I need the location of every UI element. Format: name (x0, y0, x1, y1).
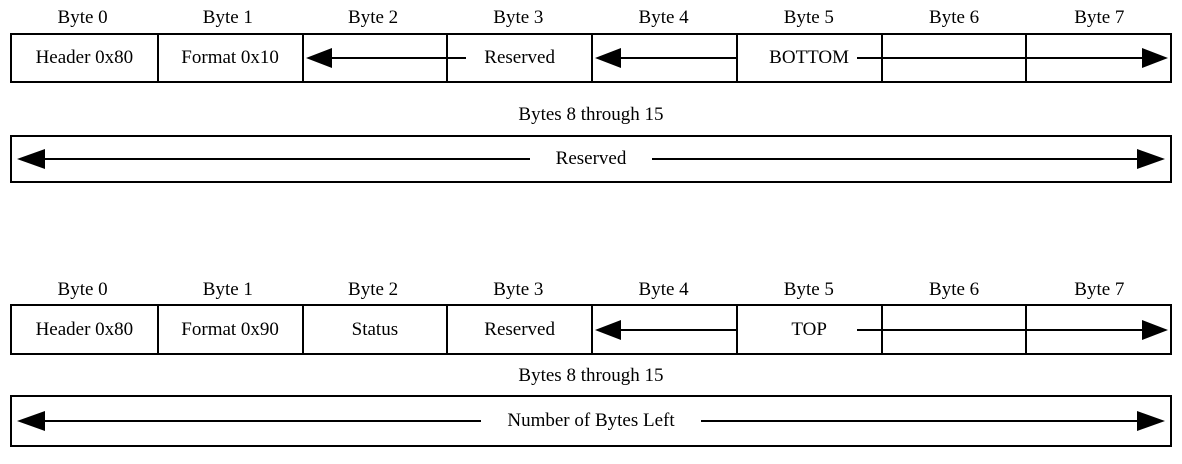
field-cell-header: Header 0x80 (12, 306, 157, 353)
caption-text: Bytes 8 through 15 (518, 104, 664, 125)
arrow-left-icon (17, 149, 45, 169)
field-label: Format 0x90 (181, 318, 279, 340)
byte-header: Byte 4 (638, 7, 689, 28)
arrow-shaft (45, 158, 530, 160)
bytes-8-15-caption: Bytes 8 through 15 (10, 103, 1172, 127)
arrow-right-icon (1137, 149, 1166, 169)
field-cell-span (591, 306, 736, 353)
arrow-shaft (882, 57, 1026, 59)
arrow-left-icon (305, 48, 332, 68)
arrow-shaft (882, 328, 1026, 331)
field-cell-span (1025, 35, 1170, 81)
connector-line (856, 57, 881, 59)
byte-header: Byte 0 (57, 7, 108, 28)
byte-header: Byte 6 (929, 7, 980, 28)
arrow-shaft (700, 420, 1138, 422)
field-label: TOP (791, 318, 827, 340)
byte-header: Byte 7 (1074, 7, 1125, 28)
field-label: Reserved (555, 148, 627, 169)
byte-header: Byte 5 (783, 279, 834, 300)
field-label: Number of Bytes Left (507, 410, 675, 431)
field-cell-span (880, 306, 1026, 353)
connector-line (856, 328, 881, 331)
byte-header-row: Byte 0 Byte 1 Byte 2 Byte 3 Byte 4 Byte … (10, 278, 1172, 302)
byte-row: Header 0x80 Format 0x10 Reserved BOTTOM (10, 33, 1172, 83)
byte-header: Byte 2 (348, 7, 399, 28)
field-cell-format: Format 0x90 (156, 306, 302, 353)
byte-header: Byte 3 (493, 7, 544, 28)
arrow-right-icon (1142, 319, 1168, 340)
arrow-left-icon (595, 319, 621, 340)
field-label: Header 0x80 (35, 318, 134, 340)
field-label: Reserved (484, 318, 555, 340)
byte-header: Byte 4 (638, 279, 689, 300)
byte-header: Byte 1 (202, 7, 253, 28)
field-label: Reserved (484, 47, 555, 68)
field-cell-span (301, 35, 447, 81)
arrow-shaft (327, 57, 447, 59)
byte-header-row: Byte 0 Byte 1 Byte 2 Byte 3 Byte 4 Byte … (10, 6, 1172, 30)
byte-header: Byte 6 (929, 279, 980, 300)
arrow-shaft (652, 158, 1138, 160)
field-cell-span (880, 35, 1026, 81)
bytes-8-15-caption: Bytes 8 through 15 (10, 364, 1172, 388)
arrow-shaft (617, 328, 736, 331)
byte-header: Byte 5 (783, 7, 834, 28)
byte-row: Header 0x80 Format 0x90 Status Reserved … (10, 304, 1172, 355)
byte-header: Byte 7 (1074, 279, 1125, 300)
field-cell-header: Header 0x80 (12, 35, 157, 81)
field-cell-span (591, 35, 736, 81)
field-cell-reserved: Reserved (446, 35, 591, 81)
caption-text: Bytes 8 through 15 (518, 365, 664, 386)
field-cell-top: TOP (735, 306, 881, 353)
field-cell-status: Status (301, 306, 447, 353)
connector-line (448, 57, 467, 59)
arrow-shaft (45, 420, 482, 422)
arrow-right-icon (1137, 411, 1166, 431)
arrow-right-icon (1142, 48, 1168, 68)
bytes-8-15-field-box: Number of Bytes Left (10, 395, 1172, 447)
arrow-shaft (617, 57, 736, 59)
bytes-8-15-field-box: Reserved (10, 135, 1172, 183)
field-cell-format: Format 0x10 (156, 35, 302, 81)
byte-header: Byte 0 (57, 279, 108, 300)
arrow-shaft (1027, 328, 1144, 331)
field-label: Status (351, 318, 399, 340)
field-cell-span (1025, 306, 1170, 353)
arrow-left-icon (595, 48, 621, 68)
field-label: Format 0x10 (181, 47, 279, 68)
arrow-shaft (1027, 57, 1144, 59)
field-label: Header 0x80 (35, 47, 134, 68)
byte-header: Byte 2 (348, 279, 399, 300)
arrow-left-icon (17, 411, 45, 431)
byte-header: Byte 1 (202, 279, 253, 300)
byte-header: Byte 3 (493, 279, 544, 300)
field-cell-reserved: Reserved (446, 306, 591, 353)
field-cell-bottom: BOTTOM (735, 35, 881, 81)
field-label: BOTTOM (769, 47, 850, 68)
